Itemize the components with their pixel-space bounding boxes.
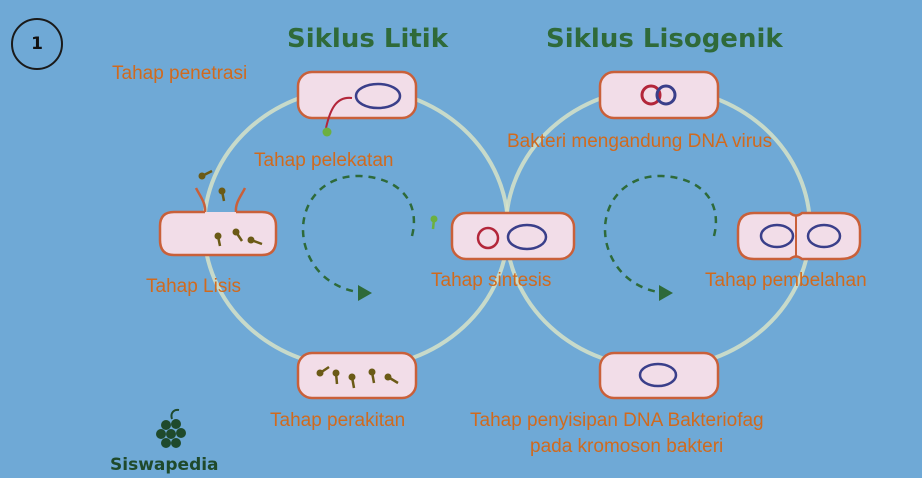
lytic-cycle-title: Siklus Litik [287,24,448,54]
siswapedia-logo [156,408,186,448]
synthesis-cell [430,211,576,261]
insertion-cell [598,351,720,400]
dividing-cell [736,211,862,261]
label-lysis: Tahap Lisis [146,276,242,297]
assembly-cell [296,351,418,400]
bacterial-dna [655,84,677,106]
bacterial-dna [759,223,795,249]
injected-viral-dna [325,96,353,129]
phage-icon [430,215,438,230]
viral-dna [476,226,500,250]
label-synthesis: Tahap sintesis [431,270,552,291]
label-penetration: Tahap penetrasi [112,63,248,84]
phage-icon [198,169,263,247]
label-insertion-line1: Tahap penyisipan DNA Bakteriofag [470,410,764,431]
brand-name: Siswapedia [110,455,219,475]
lysogenic-arrowhead-icon [659,285,673,301]
lytic-arrowhead-icon [358,285,372,301]
bacterial-dna [354,82,402,110]
label-bacteria-with-viral-dna: Bakteri mengandung DNA virus [507,131,773,152]
phage-icon [322,127,332,137]
label-assembly: Tahap perakitan [270,410,406,431]
label-division: Tahap pembelahan [705,270,867,291]
phage-icon [316,365,399,389]
lysogenic-cycle-arrow [603,174,718,295]
lytic-cycle-arrow [301,174,416,295]
bacterial-dna [506,223,548,251]
viral-dna [640,84,662,106]
lysis-cell [158,169,278,257]
penetration-cell [296,70,418,137]
figure-number-badge: 1 [11,18,63,70]
label-insertion-line2: pada kromoson bakteri [530,436,724,457]
lysogenic-infected-cell [598,70,720,120]
bacterial-dna [638,362,678,388]
label-attachment: Tahap pelekatan [254,150,394,171]
lysogenic-cycle-title: Siklus Lisogenik [546,24,783,54]
bacterial-dna [806,223,842,249]
